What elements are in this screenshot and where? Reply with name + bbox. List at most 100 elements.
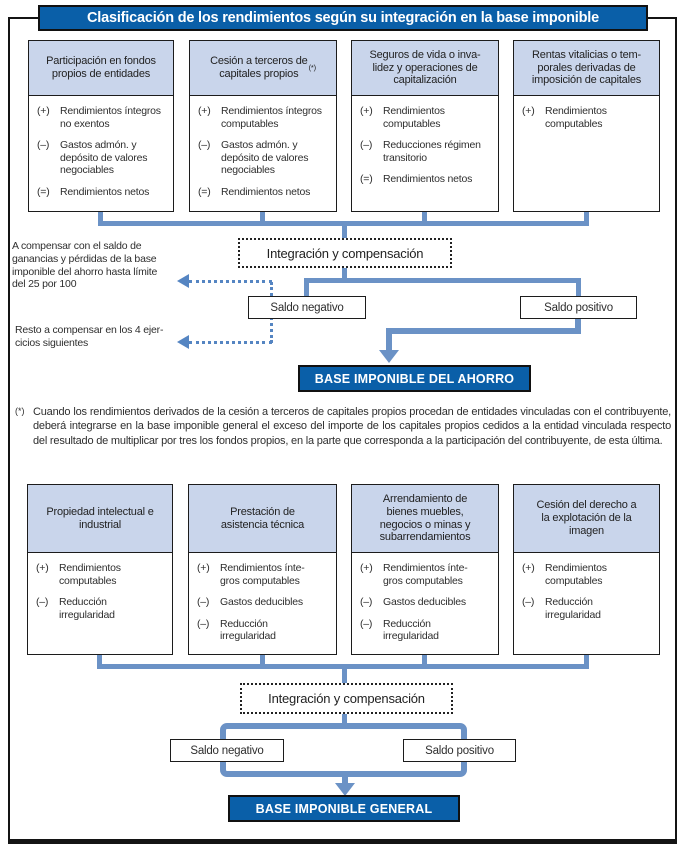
category-box-asistencia-tecnica: Prestación de asistencia técnica (+)Rend…	[188, 484, 337, 655]
category-box-header: Cesión del derecho a la explotación de l…	[514, 485, 659, 553]
integration-box-general: Integración y compensación	[240, 683, 453, 714]
item-text: Gastos admón. y depósito de valores nego…	[221, 139, 309, 177]
saldo-positivo-box-general: Saldo positivo	[403, 739, 516, 762]
item-text: Gastos deducibles	[220, 596, 303, 609]
connector-line	[576, 278, 581, 298]
category-box-title: Propiedad intelectual e industrial	[46, 505, 154, 531]
connector-line	[342, 268, 347, 281]
item-text: Reducciones régimen transitorio	[383, 139, 481, 164]
item-text: Rendimientos íntegros no exentos	[60, 105, 161, 130]
category-box-header: Rentas vitalicias o tem- porales derivad…	[514, 41, 659, 96]
connector-line	[342, 776, 348, 784]
item-list: (+) Rendimientos computables (–)Reducción…	[514, 553, 659, 625]
item-list: (+)Rendimientos ínte- gros computables (…	[352, 553, 498, 647]
connector-line	[386, 328, 392, 351]
category-box-title: Prestación de asistencia técnica	[220, 505, 305, 531]
item-sign: (+)	[360, 562, 373, 574]
result-box-ahorro: BASE IMPONIBLE DEL AHORRO	[298, 365, 531, 392]
item-sign: (+)	[37, 105, 50, 117]
annotation-compensation-limit: A compensar con el saldo de ganancias y …	[12, 240, 158, 291]
saldo-positivo-label: Saldo positivo	[425, 744, 494, 757]
category-box-title: Arrendamiento de bienes muebles, negocio…	[379, 492, 471, 544]
category-box-cesion-terceros: Cesión a terceros de capitales propios(*…	[189, 40, 337, 212]
integration-label: Integración y compensación	[266, 245, 424, 261]
item-sign: (–)	[360, 596, 373, 609]
page-title-label: Clasificación de los rendimientos según …	[87, 10, 599, 26]
connector-line	[342, 714, 347, 725]
footnote-text: Cuando los rendimientos derivados de la …	[33, 406, 671, 447]
item-list: (+)Rendimientos computables (–)Reduccion…	[352, 96, 498, 190]
category-box-rentas-vitalicias: Rentas vitalicias o tem- porales derivad…	[513, 40, 660, 212]
list-item: (–) Reducciones régimen transitorio	[360, 139, 494, 164]
connector-line	[97, 664, 589, 669]
item-list: (+)Rendimientos ínte- gros computables (…	[189, 553, 336, 647]
list-item: (–)Reducción irregularidad	[522, 596, 655, 621]
category-box-header: Prestación de asistencia técnica	[189, 485, 336, 553]
category-box-seguros: Seguros de vida o inva- lidez y operacio…	[351, 40, 499, 212]
annotation-compensation-remainder: Resto a compensar en los 4 ejer- cicios …	[15, 324, 164, 349]
left-arrow-icon	[177, 274, 189, 288]
list-item: (–)Gastos deducibles	[360, 596, 494, 609]
item-sign: (–)	[37, 139, 50, 152]
category-box-title: Cesión del derecho a la explotación de l…	[536, 499, 637, 537]
item-text: Rendimientos íntegros computables	[221, 105, 322, 130]
list-item: (=) Rendimientos netos	[198, 186, 332, 199]
item-text: Rendimientos computables	[545, 105, 607, 130]
item-sign: (–)	[360, 139, 373, 152]
left-arrow-icon	[177, 335, 189, 349]
item-text: Rendimientos netos	[221, 185, 311, 198]
item-text: Rendimientos computables	[383, 105, 445, 130]
dotted-compensation-line	[189, 280, 272, 283]
list-item: (–) Gastos deducibles	[197, 596, 332, 609]
list-item: (–) Reducción irregularidad	[36, 596, 168, 621]
result-box-general: BASE IMPONIBLE GENERAL	[228, 795, 460, 822]
category-box-header: Arrendamiento de bienes muebles, negocio…	[352, 485, 498, 553]
item-sign: (+)	[522, 562, 535, 574]
category-box-arrendamiento: Arrendamiento de bienes muebles, negocio…	[351, 484, 499, 655]
item-sign: (–)	[197, 596, 210, 609]
connector-line	[260, 212, 265, 226]
saldo-negativo-box-general: Saldo negativo	[170, 739, 284, 762]
connector-line	[260, 655, 265, 669]
list-item: (–)Gastos admón. y depósito de valores n…	[198, 139, 332, 177]
item-list: (+)Rendimientos computables	[514, 96, 659, 134]
connector-line	[97, 655, 102, 669]
item-list: (+)Rendimientos íntegros computables (–)…	[190, 96, 336, 203]
item-list: (+) Rendimientos íntegros no exentos (–) G…	[29, 96, 173, 203]
footnote-ref: (*)	[308, 62, 317, 72]
list-item: (+)Rendimientos computables	[522, 105, 655, 130]
connector-line	[584, 655, 589, 669]
item-sign: (=)	[360, 173, 373, 186]
category-box-title: Participación en fondos propios de entid…	[46, 55, 156, 80]
item-sign: (=)	[198, 185, 211, 198]
connector-line	[304, 278, 309, 298]
list-item: (+) Rendimientos íntegros no exentos	[37, 105, 169, 130]
category-box-header: Cesión a terceros de capitales propios(*…	[190, 41, 336, 96]
item-text: Rendimientos ínte- gros computables	[220, 562, 305, 587]
item-sign: (–)	[360, 617, 373, 630]
down-arrow-icon	[335, 783, 355, 796]
category-box-header: Seguros de vida o inva- lidez y operacio…	[352, 41, 498, 96]
item-text: Reducción irregularidad	[545, 596, 601, 621]
integration-label: Integración y compensación	[268, 691, 425, 706]
item-text: Gastos admón. y depósito de valores nego…	[60, 139, 148, 177]
category-box-title: Seguros de vida o inva- lidez y operacio…	[369, 48, 481, 87]
list-item: (–)Reducción irregularidad	[197, 618, 332, 643]
item-text: Rendimientos computables	[545, 562, 607, 587]
item-text: Reducción irregularidad	[59, 596, 115, 621]
item-sign: (–)	[36, 596, 49, 609]
saldo-negativo-box-savings: Saldo negativo	[248, 296, 366, 319]
list-item: (+) Rendimientos computables	[36, 562, 168, 587]
item-sign: (+)	[36, 562, 49, 574]
connector-line	[98, 221, 589, 226]
result-label: BASE IMPONIBLE GENERAL	[255, 801, 433, 816]
item-text: Rendimientos computables	[59, 562, 121, 587]
saldo-negativo-label: Saldo negativo	[190, 744, 264, 757]
footnote-marker: (*)	[15, 406, 25, 416]
list-item: (–) Gastos admón. y depósito de valores n…	[37, 139, 169, 177]
item-sign: (=)	[37, 185, 50, 198]
result-label: BASE IMPONIBLE DEL AHORRO	[314, 371, 515, 386]
list-item: (=)Rendimientos netos	[37, 186, 169, 199]
category-box-propiedad-intelectual: Propiedad intelectual e industrial (+) Re…	[27, 484, 173, 655]
